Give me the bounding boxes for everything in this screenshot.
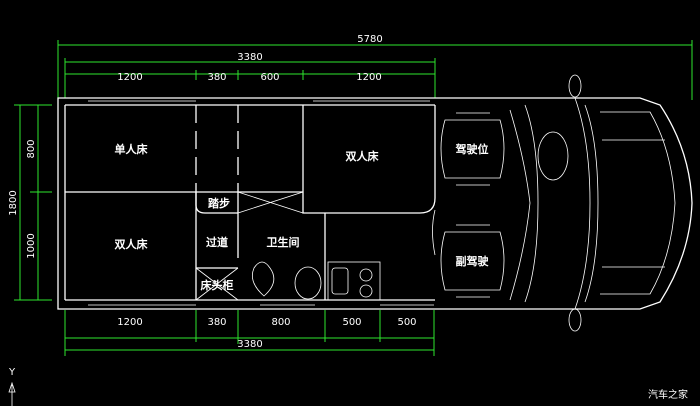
dim-width-1: 800 <box>26 139 37 158</box>
dim-bottom-5: 500 <box>397 317 416 328</box>
dim-bottom-4: 500 <box>342 317 361 328</box>
dim-top-total: 3380 <box>237 52 262 63</box>
dim-bottom-3: 800 <box>271 317 290 328</box>
van-body <box>57 74 693 332</box>
label-single-bed: 单人床 <box>115 142 149 156</box>
dim-top-3: 600 <box>260 72 279 83</box>
steering-wheel <box>537 131 569 181</box>
dim-overall: 5780 <box>357 34 382 45</box>
label-nightstand: 床头柜 <box>201 278 234 292</box>
burner <box>359 284 373 298</box>
label-passenger-seat: 副驾驶 <box>456 254 490 268</box>
dim-bottom-total: 3380 <box>237 339 262 350</box>
dim-top-1: 1200 <box>117 72 142 83</box>
dimension-lines <box>14 40 693 356</box>
ucs-axis-icon <box>8 381 16 406</box>
watermark: 汽车之家 <box>648 388 688 401</box>
kitchen-stove <box>327 261 381 301</box>
label-aisle: 过道 <box>206 235 228 249</box>
label-double-bed-right: 双人床 <box>346 149 380 163</box>
dim-top-2: 380 <box>207 72 226 83</box>
dim-width-2: 1000 <box>26 233 37 258</box>
interior-walls <box>65 105 531 301</box>
sink <box>331 267 349 295</box>
label-step: 踏步 <box>208 196 230 210</box>
dim-top-4: 1200 <box>356 72 381 83</box>
axis-y-label: Y <box>8 367 16 378</box>
wash-basin <box>294 266 322 300</box>
driver-seat <box>440 112 505 186</box>
label-bathroom: 卫生间 <box>267 235 300 249</box>
dim-bottom-2: 380 <box>207 317 226 328</box>
label-double-bed-left: 双人床 <box>115 237 149 251</box>
toilet <box>251 261 275 297</box>
burner <box>359 268 373 282</box>
label-driver-seat: 驾驶位 <box>455 142 489 156</box>
passenger-seat <box>440 224 505 298</box>
dim-bottom-1: 1200 <box>117 317 142 328</box>
dim-width-total: 1800 <box>8 190 19 215</box>
